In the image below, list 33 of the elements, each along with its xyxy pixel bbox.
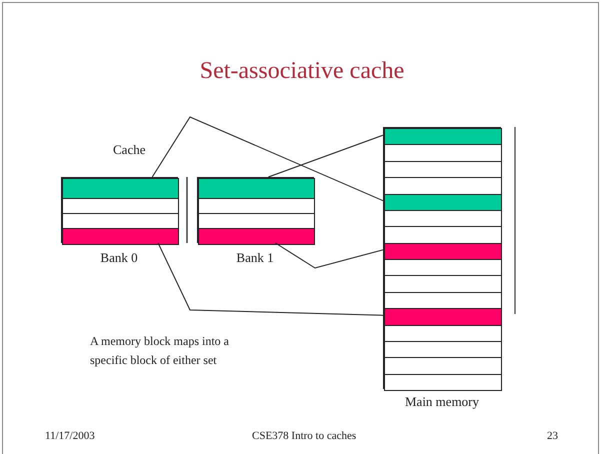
memory-block	[384, 194, 502, 211]
slide-title: Set-associative cache	[200, 58, 404, 85]
memory-block	[62, 228, 179, 245]
memory-block	[384, 357, 502, 375]
cache-bank	[197, 177, 314, 243]
memory-block	[198, 198, 315, 214]
cache-label: Cache	[113, 141, 146, 159]
connector-line	[158, 242, 384, 316]
note-text: A memory block maps into a specific block of either set	[90, 333, 230, 369]
memory-block	[384, 144, 502, 162]
memory-block	[384, 324, 502, 342]
memory-block	[384, 275, 502, 293]
cache-bank	[61, 177, 178, 243]
connector-line	[268, 134, 384, 178]
block-caption: Bank 0	[100, 250, 138, 266]
connector-line	[274, 242, 384, 269]
memory-block	[384, 177, 502, 194]
memory-block	[62, 198, 179, 214]
memory-block	[384, 226, 502, 244]
memory-block	[384, 308, 502, 326]
block-caption: Main memory	[405, 394, 479, 410]
memory-block	[384, 128, 502, 146]
footer-date: 11/17/2003	[45, 429, 95, 444]
block-caption: Bank 1	[236, 250, 274, 266]
footer-title: CSE378 Intro to caches	[252, 429, 356, 444]
memory-array	[383, 127, 501, 389]
memory-block	[198, 228, 315, 245]
connector-line	[152, 116, 384, 202]
memory-block	[384, 374, 502, 391]
memory-block	[62, 178, 179, 199]
memory-block	[384, 259, 502, 276]
memory-block	[198, 178, 315, 199]
page-number: 23	[547, 429, 558, 444]
